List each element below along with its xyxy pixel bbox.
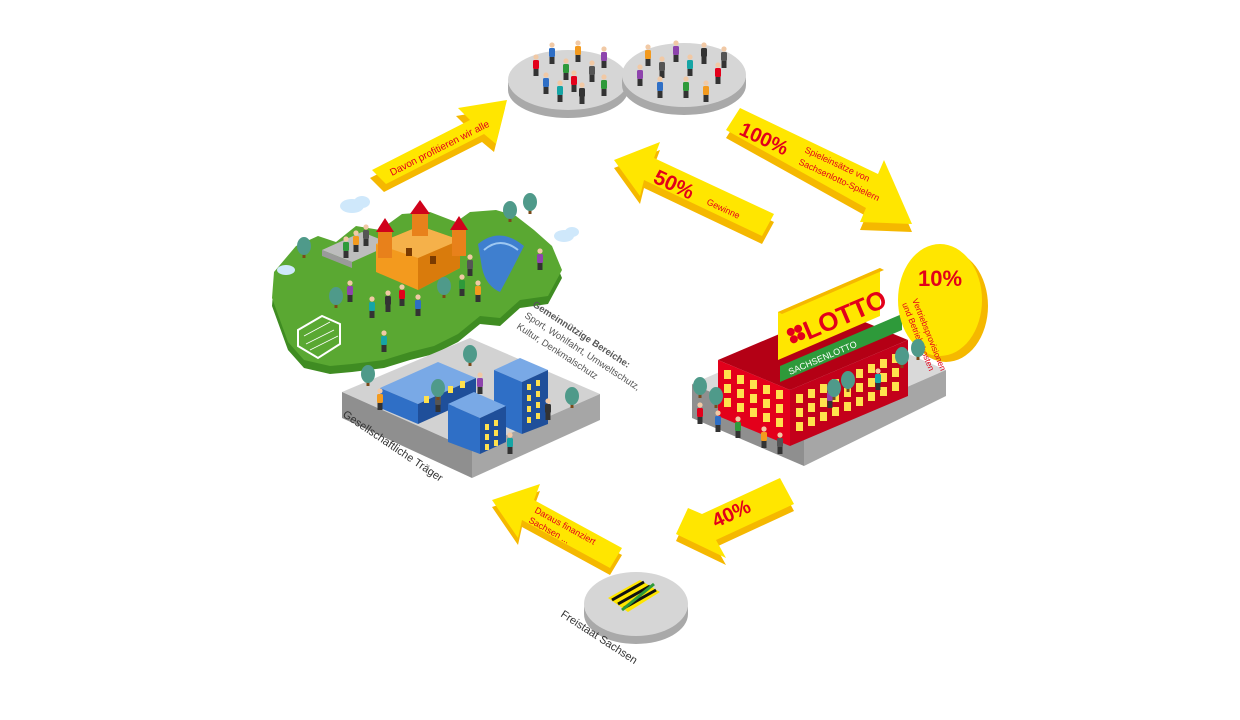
people-group-icon	[343, 224, 543, 352]
tree-icon	[841, 371, 855, 392]
person-icon	[347, 280, 353, 302]
person-icon	[399, 284, 405, 306]
person-icon	[377, 388, 383, 410]
person-icon	[571, 70, 577, 92]
arrow-gewinne: 50% Gewinne	[614, 142, 774, 244]
tree-icon	[361, 365, 375, 386]
person-icon	[543, 72, 549, 94]
person-icon	[369, 296, 375, 318]
person-icon	[601, 46, 607, 68]
traeger-block	[342, 338, 600, 478]
castle-icon	[376, 200, 468, 290]
tree-icon	[431, 379, 445, 400]
arrow-davon-profitieren: Davon profitieren wir alle	[370, 100, 507, 192]
saxony-map	[272, 196, 579, 374]
tree-icon	[437, 277, 451, 298]
person-icon	[459, 274, 465, 296]
person-icon	[537, 248, 543, 270]
person-icon	[777, 432, 783, 454]
person-icon	[761, 426, 767, 448]
tree-icon	[329, 287, 343, 308]
person-icon	[533, 54, 539, 76]
person-icon	[589, 60, 595, 82]
people-group-icon	[533, 40, 727, 104]
person-icon	[381, 330, 387, 352]
person-icon	[385, 290, 391, 312]
tree-icon	[693, 377, 707, 398]
person-icon	[703, 80, 709, 102]
tree-icon	[895, 347, 909, 368]
players-group	[508, 40, 746, 118]
person-icon	[875, 368, 881, 390]
person-icon	[715, 62, 721, 84]
tree-icon	[911, 339, 925, 360]
badge-percent: 10%	[918, 266, 962, 291]
person-icon	[507, 432, 513, 454]
tree-icon	[709, 387, 723, 408]
person-icon	[715, 410, 721, 432]
tree-icon	[463, 345, 477, 366]
person-icon	[575, 40, 581, 62]
arrow-from-state: Daraus finanziert Sachsen ...	[492, 484, 622, 575]
person-icon	[563, 58, 569, 80]
person-icon	[557, 80, 563, 102]
person-icon	[353, 230, 359, 252]
person-icon	[721, 46, 727, 68]
person-icon	[467, 254, 473, 276]
person-icon	[701, 42, 707, 64]
person-icon	[415, 294, 421, 316]
person-icon	[657, 76, 663, 98]
cloud-icon	[277, 196, 579, 275]
lotto-clover-icon	[786, 324, 806, 344]
tree-icon	[503, 201, 517, 222]
saxony-coat-of-arms-icon	[608, 580, 660, 612]
arrow-to-state: 40%	[676, 478, 794, 565]
operating-costs-badge: 10% Vertriebsprovisionen und Betriebskos…	[898, 244, 988, 372]
tree-icon	[565, 387, 579, 408]
person-icon	[659, 56, 665, 78]
arrow-davon-label: Davon profitieren wir alle	[388, 119, 491, 179]
person-icon	[549, 42, 555, 64]
person-icon	[683, 76, 689, 98]
player-disc-right	[622, 43, 746, 115]
tree-icon	[297, 237, 311, 258]
tree-icon	[523, 193, 537, 214]
football-goal-icon	[297, 314, 341, 360]
person-icon	[475, 280, 481, 302]
person-icon	[343, 236, 349, 258]
person-icon	[673, 40, 679, 62]
person-icon	[601, 74, 607, 96]
person-icon	[579, 82, 585, 104]
person-icon	[545, 398, 551, 420]
person-icon	[697, 402, 703, 424]
person-icon	[637, 64, 643, 86]
person-icon	[687, 54, 693, 76]
tree-icon	[827, 379, 841, 400]
person-icon	[477, 372, 483, 394]
state-disc	[584, 572, 688, 644]
lotto-store: SACHSENLOTTO LOTTO	[692, 268, 946, 466]
person-icon	[363, 224, 369, 246]
people-group-icon	[377, 372, 551, 454]
person-icon	[645, 44, 651, 66]
person-icon	[735, 416, 741, 438]
